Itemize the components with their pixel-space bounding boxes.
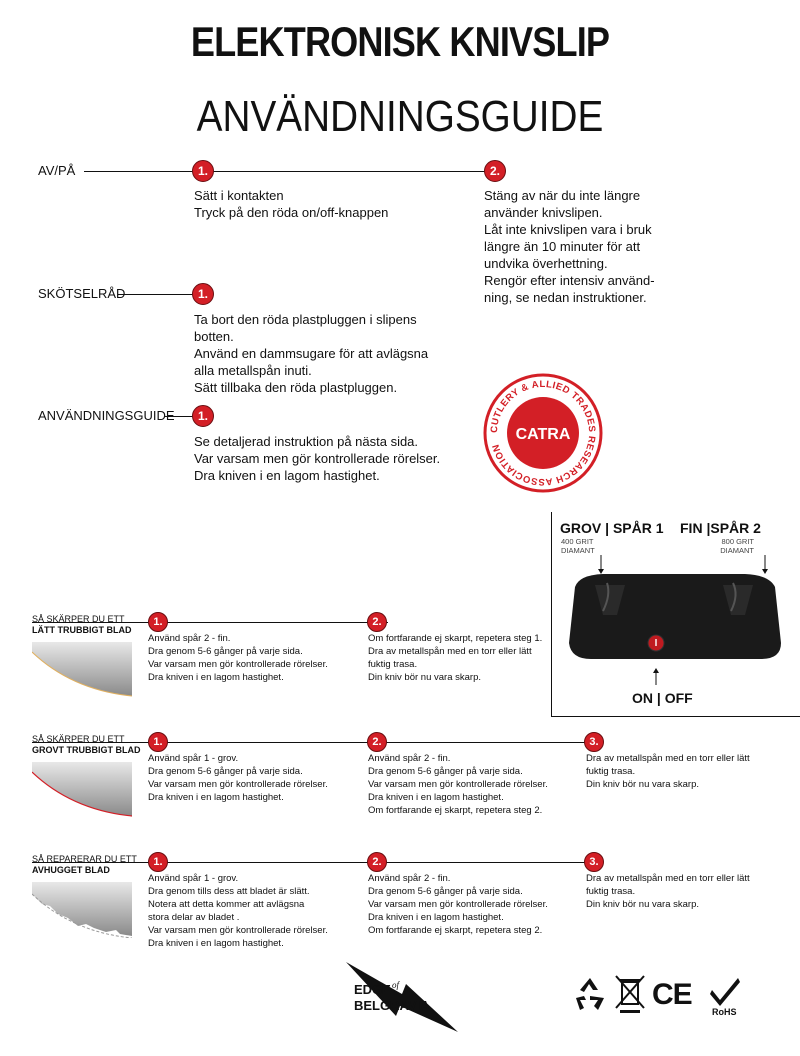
step-badge: 1. (148, 852, 168, 872)
catra-center-text: CATRA (516, 426, 571, 443)
blade-light-blunt-icon (32, 642, 132, 697)
step-text: Använd spår 1 - grov. Dra genom tills de… (148, 873, 328, 949)
sharpen-line-heavy (32, 742, 600, 743)
section-label-avpa: AV/PÅ (38, 163, 76, 178)
repair-label-chipped: SÅ REPARERAR DU ETT AVHUGGET BLAD (32, 854, 137, 875)
step-text: Använd spår 1 - grov. Dra genom 5-6 gång… (148, 753, 328, 803)
step-badge: 2. (367, 732, 387, 752)
step-badge: 1. (148, 612, 168, 632)
step-text: Sätt i kontakten Tryck på den röda on/of… (194, 188, 389, 220)
section-line-guide (164, 416, 194, 417)
step-badge: 1. (192, 405, 214, 427)
blade-heavy-blunt-icon (32, 762, 132, 817)
rohs-check-icon: RoHS (710, 978, 740, 1016)
step-badge: 3. (584, 732, 604, 752)
brand-logo-icon: EDGE of BELGRAVIA (346, 962, 458, 1032)
device-panel (551, 512, 800, 717)
step-badge: 1. (148, 732, 168, 752)
sharpener-device-icon (569, 555, 781, 685)
repair-line-chipped (32, 862, 600, 863)
step-badge: 2. (367, 612, 387, 632)
step-text: Se detaljerad instruktion på nästa sida.… (194, 434, 441, 483)
step-badge: 2. (484, 160, 506, 182)
section-line-avpa (84, 171, 486, 172)
sharpen-label-heavy: SÅ SKÄRPER DU ETT GROVT TRUBBIGT BLAD (32, 734, 141, 755)
step-text: Stäng av när du inte längre använder kni… (484, 188, 655, 305)
slot-left-grit: 400 GRIT DIAMANT (561, 537, 595, 555)
step-text: Dra av metallspån med en torr eller lätt… (586, 753, 750, 790)
svg-text:RoHS: RoHS (712, 1007, 737, 1016)
step-text: Använd spår 2 - fin. Dra genom 5-6 gånge… (368, 873, 548, 936)
weee-bin-icon (615, 975, 645, 1013)
blade-chipped-icon (32, 882, 132, 938)
svg-text:BELGRAVIA: BELGRAVIA (354, 998, 430, 1013)
svg-text:EDGE: EDGE (354, 982, 391, 997)
step-badge: 1. (192, 160, 214, 182)
section-label-skotsel: SKÖTSELRÅD (38, 286, 126, 301)
step-badge: 1. (192, 283, 214, 305)
section-label-guide: ANVÄNDNINGSGUIDE (38, 408, 175, 423)
catra-seal-icon: CUTLERY & ALLIED TRADES RESEARCH ASSOCIA… (483, 373, 603, 493)
slot-right-title: FIN |SPÅR 2 (680, 520, 761, 536)
step-badge: 2. (367, 852, 387, 872)
step-text: Använd spår 2 - fin. Dra genom 5-6 gånge… (368, 753, 548, 816)
sharpen-label-light: SÅ SKÄRPER DU ETT LÄTT TRUBBIGT BLAD (32, 614, 132, 635)
step-text: Om fortfarande ej skarpt, repetera steg … (368, 633, 543, 683)
step-badge: 3. (584, 852, 604, 872)
step-text: Dra av metallspån med en torr eller lätt… (586, 873, 750, 910)
on-off-label: ON | OFF (632, 690, 693, 706)
document-subtitle: ANVÄNDNINGSGUIDE (196, 92, 604, 141)
slot-left-title: GROV | SPÅR 1 (560, 520, 664, 536)
ce-mark-icon: CE (652, 978, 693, 1011)
document-title: ELEKTRONISK KNIVSLIP (190, 18, 610, 65)
step-text: Ta bort den röda plastpluggen i slipens … (194, 312, 429, 395)
section-line-skotsel (118, 294, 194, 295)
svg-text:of: of (392, 980, 401, 990)
slot-right-grit: 800 GRIT DIAMANT (720, 537, 754, 555)
step-text: Använd spår 2 - fin. Dra genom 5-6 gånge… (148, 633, 328, 683)
sharpen-line-light (32, 622, 388, 623)
recycle-icon (576, 978, 604, 1010)
